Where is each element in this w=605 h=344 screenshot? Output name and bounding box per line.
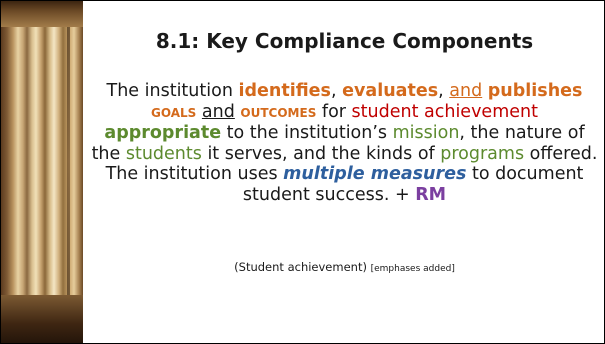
body-text: it serves, and the kinds of <box>201 143 441 164</box>
emphasis-evaluates: evaluates <box>342 81 439 101</box>
footnote-small: [emphases added] <box>370 264 455 274</box>
emphasis-students: students <box>125 143 202 164</box>
emphasis-and-underlined: and <box>201 101 235 122</box>
body-text: , <box>438 81 450 101</box>
body-text: , the nature of the <box>91 123 585 164</box>
column-capital <box>1 1 83 27</box>
emphasis-mission: mission <box>392 123 460 143</box>
emphasis-identifies: identifies <box>238 81 331 101</box>
emphasis-goals: GOALS <box>151 105 197 120</box>
emphasis-outcomes: OUTCOMES <box>240 105 317 120</box>
slide-body: The institution identifies, evaluates, a… <box>91 81 598 205</box>
emphasis-rm: RM <box>415 184 447 205</box>
slide-content: 8.1: Key Compliance Components The insti… <box>85 1 604 343</box>
body-text: offered. The institution uses <box>105 143 598 185</box>
column-base <box>1 295 83 343</box>
slide-title: 8.1: Key Compliance Components <box>155 29 534 53</box>
emphasis-and: and <box>449 81 483 101</box>
emphasis-multiple-measures: multiple measures <box>283 164 467 184</box>
emphasis-publishes: publishes <box>487 81 583 101</box>
emphasis-appropriate: appropriate <box>104 123 222 143</box>
body-text: The institution <box>106 81 239 101</box>
column-image <box>1 1 83 343</box>
body-text: to document student success. + <box>242 164 584 205</box>
footnote-main: (Student achievement) <box>234 260 367 274</box>
body-text: for <box>316 101 352 122</box>
body-text: to the institution’s <box>221 123 393 143</box>
body-text: , <box>330 81 343 101</box>
column-gap <box>67 27 70 295</box>
emphasis-programs: programs <box>440 143 525 164</box>
emphasis-student-achievement: student achievement <box>351 101 538 122</box>
footnote: (Student achievement) [emphases added] <box>85 260 604 274</box>
